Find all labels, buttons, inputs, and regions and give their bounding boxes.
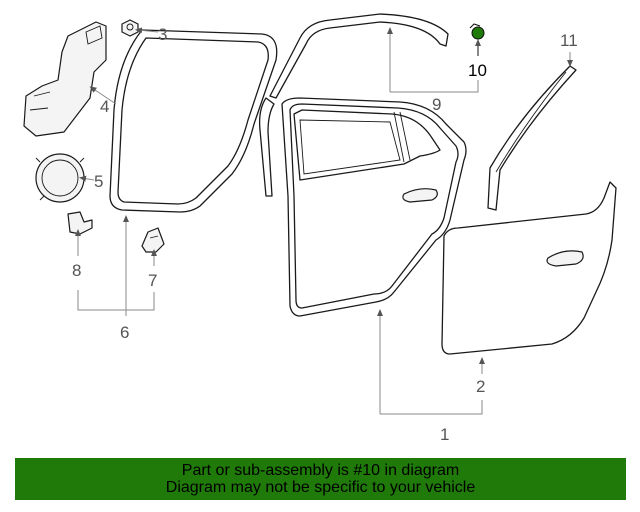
callout-6: 6 xyxy=(120,323,129,342)
leader-lines xyxy=(75,27,573,415)
parts-diagram: 3 4 5 8 7 6 9 10 11 1 2 xyxy=(23,13,617,444)
part-9-frame xyxy=(258,13,449,197)
info-banner: Part or sub-assembly is #10 in diagram D… xyxy=(15,458,626,500)
callout-1: 1 xyxy=(440,425,449,444)
callout-11: 11 xyxy=(560,31,578,50)
part-4-bracket xyxy=(23,21,107,137)
part-1-door xyxy=(281,97,467,317)
callout-5: 5 xyxy=(94,172,103,191)
part-11-strip xyxy=(487,65,577,211)
banner-line-1: Part or sub-assembly is #10 in diagram xyxy=(181,462,460,479)
callout-8: 8 xyxy=(72,261,81,280)
banner-line-2: Diagram may not be specific to your vehi… xyxy=(165,479,476,496)
part-6-weatherstrip xyxy=(109,29,278,213)
part-8-clip xyxy=(67,211,93,235)
callout-3: 3 xyxy=(158,25,167,44)
part-10-plug xyxy=(469,23,485,40)
callout-9: 9 xyxy=(432,95,441,114)
callout-4: 4 xyxy=(100,97,109,116)
part-7-clip xyxy=(141,227,165,253)
part-2-panel xyxy=(441,181,617,355)
part-3-clip xyxy=(121,19,139,37)
part-5-cover xyxy=(35,153,85,203)
callout-10: 10 xyxy=(468,61,487,80)
callout-7: 7 xyxy=(148,271,157,290)
callout-2: 2 xyxy=(476,377,485,396)
